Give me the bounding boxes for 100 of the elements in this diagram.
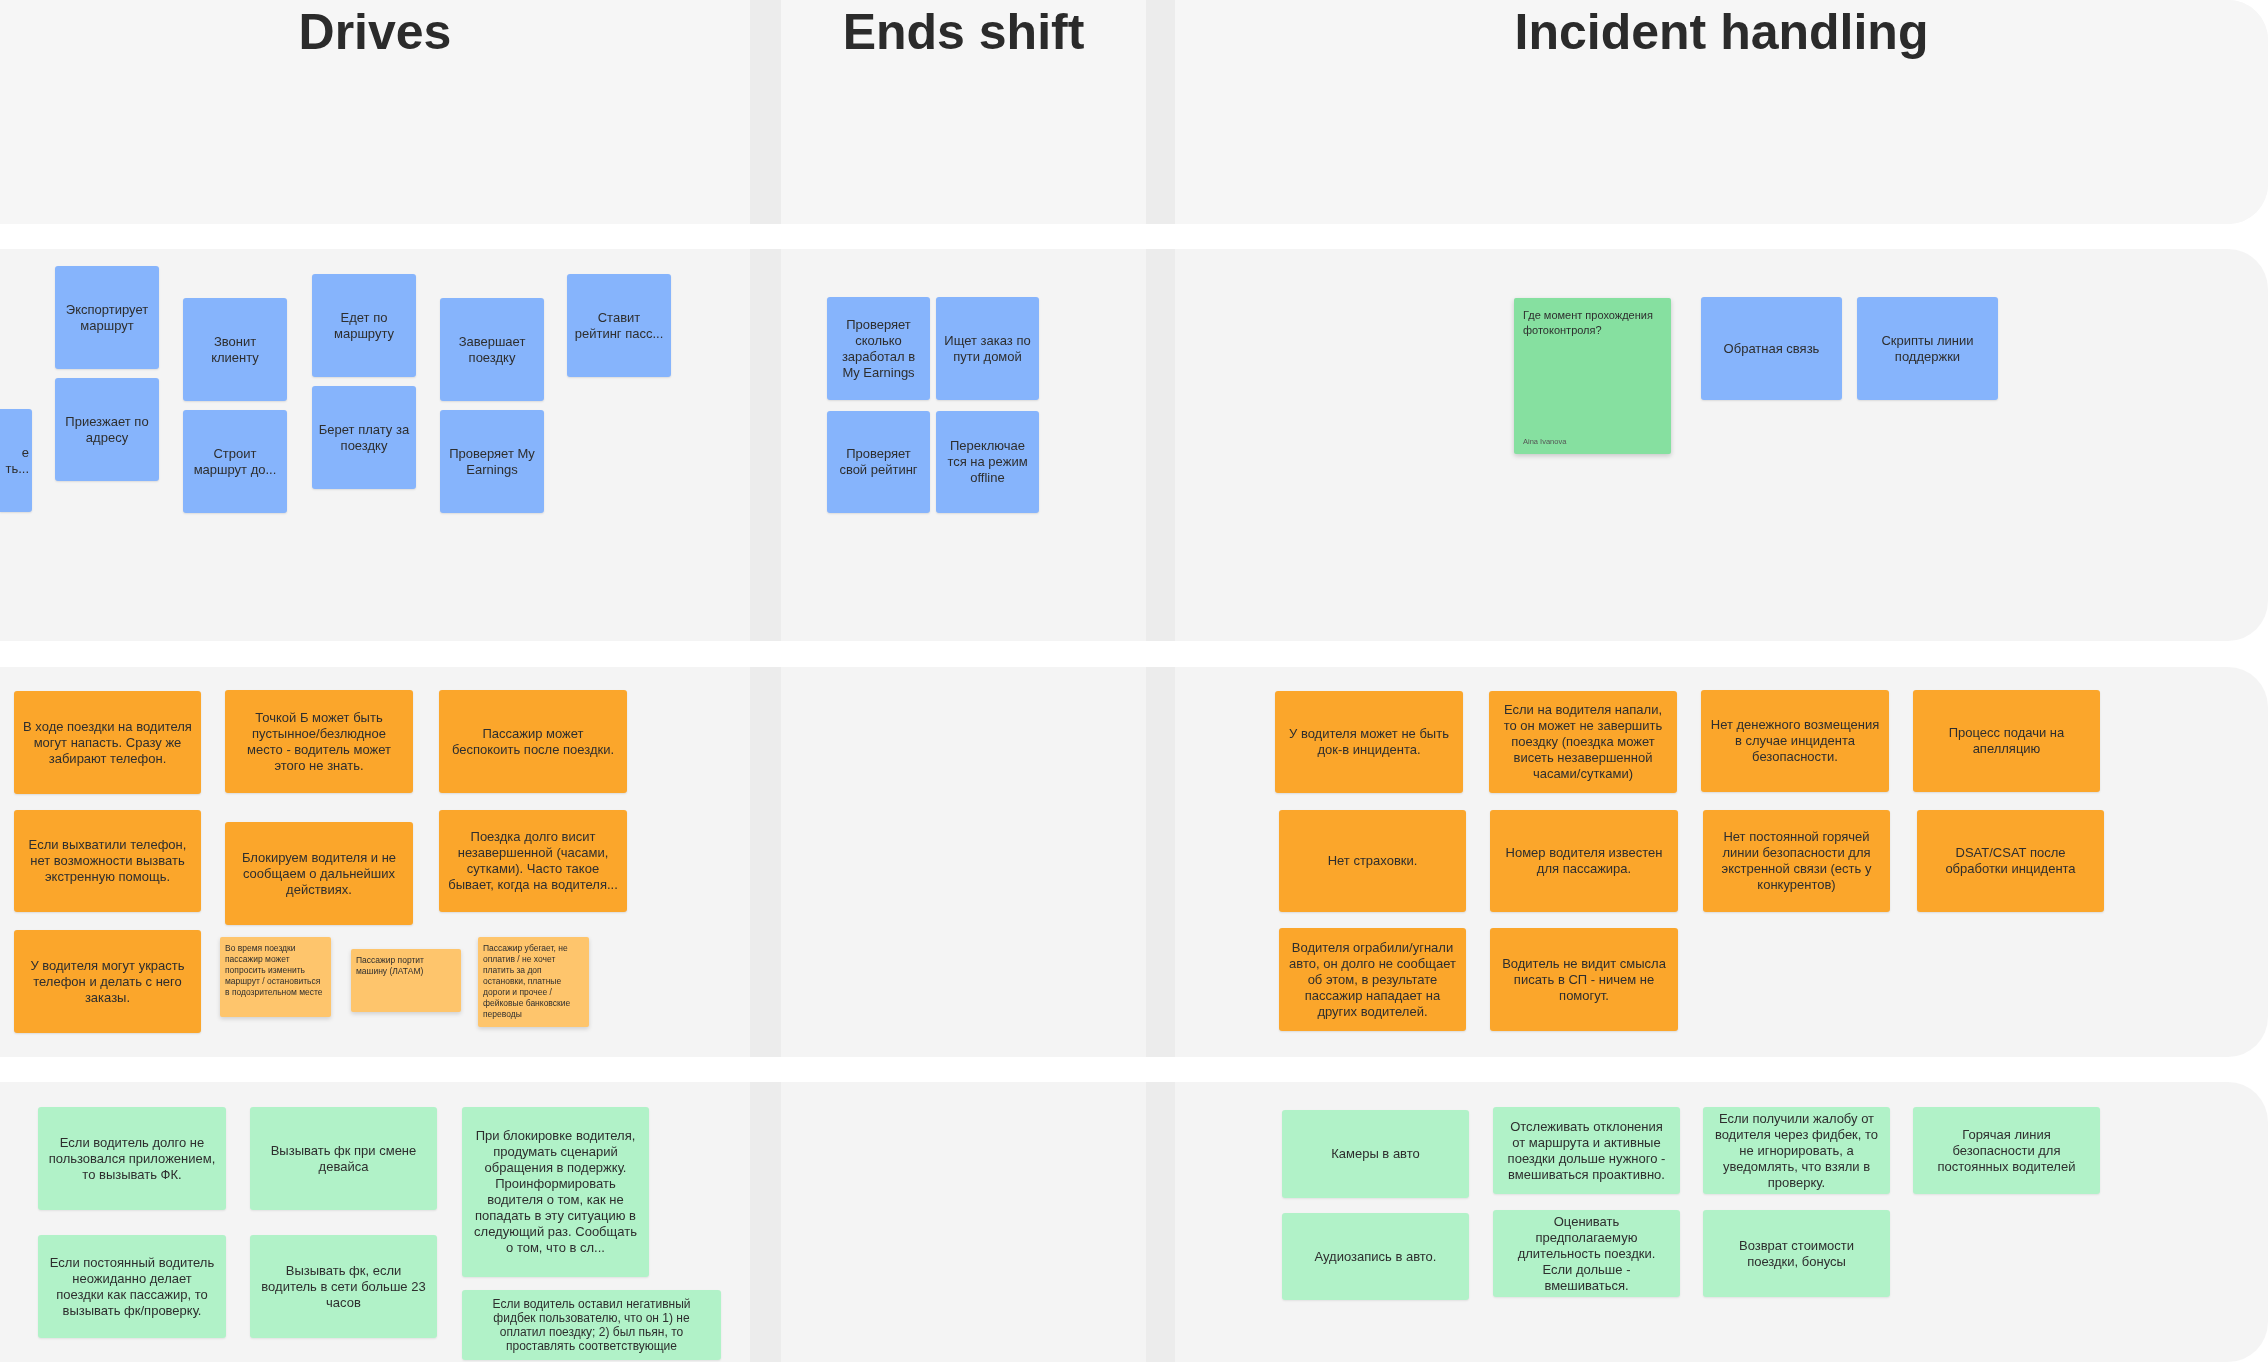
note-text: Экспортирует маршрут	[64, 301, 150, 334]
note-text: Нет денежного возмещения в случае инцидента безопасности.	[1710, 717, 1880, 765]
note-text: При блокировке водителя, продумать сценарий обращения в подержку. Проинформировать водителя о том, как не попадать в эту ситуацию в следующий раз. Сообщать о том, что в сл...	[473, 1128, 638, 1256]
note-text: Пассажир убегает, не оплатив / не хочет платить за доп остановки, платные дороги и прочее / фейковые банковские переводы	[483, 943, 572, 1020]
sticky-note	[1701, 690, 1889, 792]
note-text: Номер водителя известен для пассажира.	[1504, 845, 1664, 877]
note-text: Отслеживать отклонения от маршрута и активные поездки дольше нужного - вмешиваться проактивно.	[1506, 1118, 1667, 1183]
note-text: Скрипты линии поддержки	[1880, 332, 1975, 365]
note-text: Приезжает по адресу	[64, 413, 150, 446]
note-text: Едет по маршруту	[333, 309, 395, 342]
note-text: Если постоянный водитель неожиданно делает поездки как пассажир, то вызывать фк/проверку.	[48, 1254, 216, 1319]
note-text: Водителя ограбили/угнали авто, он долго не сообщает об этом, в результате пассажир нападает на других водителей.	[1288, 939, 1457, 1020]
sticky-note	[1514, 298, 1671, 454]
column-title: Drives	[298, 4, 452, 60]
note-text: Блокируем водителя и не сообщаем о дальнейших действиях.	[240, 849, 398, 898]
sticky-note	[1490, 810, 1678, 912]
sticky-note	[440, 298, 544, 401]
note-text: Нет страховки.	[1327, 853, 1418, 869]
note-text: У водителя может не быть док-в инцидента.	[1288, 726, 1450, 758]
note-text: Переключае тся на режим offline	[946, 438, 1029, 486]
note-text: Ставит рейтинг пасс...	[573, 309, 665, 342]
note-text: Обратная связь	[1723, 340, 1820, 357]
note-text: Камеры в авто	[1331, 1146, 1420, 1162]
sticky-note	[439, 690, 627, 793]
sticky-note	[567, 274, 671, 377]
note-text: Берет плату за поездку	[318, 421, 410, 454]
sticky-note	[936, 297, 1039, 400]
note-text: Звонит клиенту	[210, 333, 260, 366]
sticky-note	[250, 1107, 437, 1210]
sticky-note	[440, 410, 544, 513]
sticky-note	[1703, 810, 1890, 912]
note-text: Если водитель оставил негативный фидбек пользователю, что он 1) не оплатил поездку; 2) был пьян, то проставлять соответствующие	[491, 1297, 692, 1353]
note-text: Если выхватили телефон, нет возможности вызвать экстренную помощь.	[27, 837, 188, 885]
sticky-note	[1857, 297, 1998, 400]
note-text: Точкой Б может быть пустынное/безлюдное место - водитель может этого не знать.	[246, 709, 392, 774]
note-text: Возврат стоимости поездки, бонусы	[1737, 1237, 1855, 1270]
note-text: Если получили жалобу от водителя через фидбек, то не игнорировать, а уведомлять, что взяли в проверку.	[1713, 1110, 1880, 1191]
note-text: В ходе поездки на водителя могут напасть. Сразу же забирают телефон.	[23, 718, 192, 767]
sticky-note	[462, 1290, 721, 1360]
note-text: Пассажир может беспокоить после поездки.	[450, 725, 616, 758]
sticky-note	[1493, 1210, 1680, 1297]
note-text: У водителя могут украсть телефон и делать с него заказы.	[29, 957, 186, 1006]
sticky-note	[1282, 1213, 1469, 1300]
sticky-note	[1282, 1110, 1469, 1198]
sticky-note	[478, 937, 589, 1027]
sticky-note	[1913, 1107, 2100, 1194]
note-text: Водитель не видит смысла писать в СП - ничем не помогут.	[1501, 955, 1667, 1004]
note-text: Оценивать предполагаемую длительность поездки. Если дольше - вмешиваться.	[1516, 1213, 1657, 1294]
sticky-note	[14, 930, 201, 1033]
sticky-note	[1490, 928, 1678, 1031]
sticky-note	[1701, 297, 1842, 400]
note-text: Поездка долго висит незавершенной (часами, сутками). Часто такое бывает, когда на водителя...	[448, 829, 618, 893]
sticky-note	[1913, 690, 2100, 792]
sticky-note	[827, 411, 930, 513]
sticky-note	[1917, 810, 2104, 912]
sticky-note	[312, 386, 416, 489]
note-text: Горячая линия безопасности для постоянных водителей	[1936, 1126, 2077, 1175]
sticky-note	[225, 822, 413, 925]
sticky-note	[1489, 691, 1677, 793]
sticky-note	[14, 810, 201, 912]
sticky-note	[0, 409, 32, 512]
note-text: Пассажир портит машину (ЛАТАМ)	[356, 955, 425, 977]
sticky-note	[462, 1107, 649, 1277]
note-text: Ищет заказ по пути домой	[943, 332, 1032, 365]
sticky-note	[183, 298, 287, 401]
sticky-note	[225, 690, 413, 793]
note-text: Вызывать фк при смене девайса	[269, 1142, 418, 1175]
note-text: Во время поездки пассажир может попросить изменить маршрут / остановиться в подозрительном месте	[225, 943, 324, 998]
sticky-note	[14, 691, 201, 794]
note-text: DSAT/CSAT после обработки инцидента	[1944, 845, 2077, 877]
sticky-note	[250, 1235, 437, 1338]
sticky-note	[1275, 691, 1463, 793]
sticky-note	[183, 410, 287, 513]
sticky-note	[827, 297, 930, 400]
note-text: Строит маршрут до...	[192, 445, 278, 478]
sticky-note	[936, 411, 1039, 513]
note-text: Проверяет My Earnings	[448, 445, 536, 478]
sticky-note	[1493, 1107, 1680, 1194]
note-text: Проверяет свой рейтинг	[838, 446, 919, 478]
note-text: Проверяет сколько заработал в My Earnings	[840, 316, 917, 381]
note-text: Аудиозапись в авто.	[1314, 1248, 1437, 1265]
sticky-note	[38, 1107, 226, 1210]
sticky-note	[55, 378, 159, 481]
note-text: Где момент прохождения фотоконтроля?	[1523, 308, 1654, 338]
sticky-note	[55, 266, 159, 369]
note-text: е ть...	[4, 444, 29, 477]
note-text: Если водитель долго не пользовался приложением, то вызывать ФК.	[47, 1134, 217, 1183]
sticky-note	[220, 937, 331, 1017]
note-text: Вызывать фк, если водитель в сети больше 23 часов	[260, 1262, 427, 1311]
sticky-note	[312, 274, 416, 377]
note-text: Нет постоянной горячей линии безопасности для экстренной связи (есть у конкурентов)	[1720, 829, 1873, 893]
column-title: Incident handling	[1514, 4, 1929, 60]
note-text: Если на водителя напали, то он может не завершить поездку (поездка может висеть незавершенной часами/сутками)	[1502, 702, 1664, 782]
sticky-note	[38, 1235, 226, 1338]
sticky-note	[1279, 928, 1466, 1031]
sticky-note	[1703, 1210, 1890, 1297]
sticky-note	[351, 949, 461, 1012]
sticky-note	[1279, 810, 1466, 912]
sticky-note	[1703, 1107, 1890, 1194]
note-text: Завершает поездку	[457, 333, 527, 366]
